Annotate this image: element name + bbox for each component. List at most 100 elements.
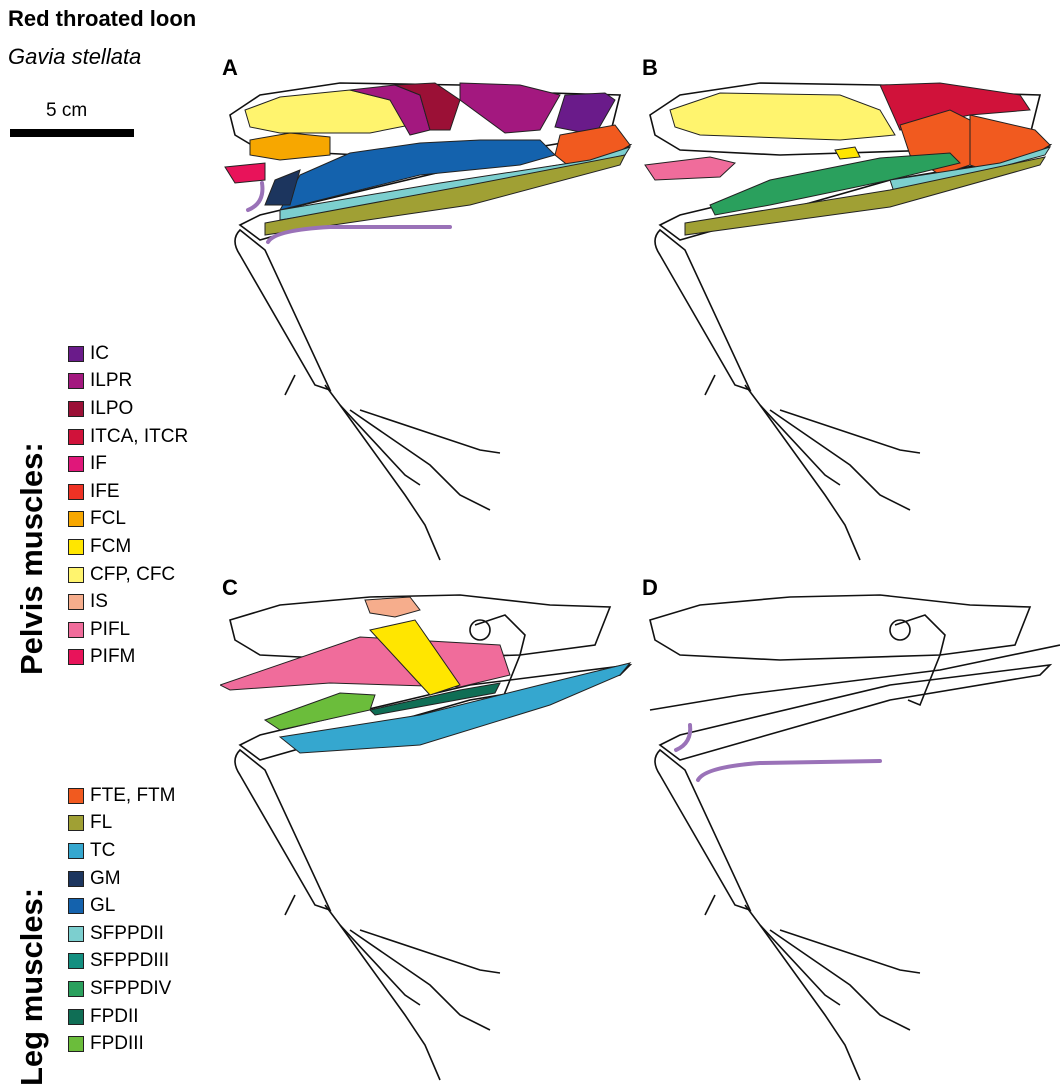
tarsometatarsus-bone: [745, 385, 840, 485]
legend-label: IF: [90, 453, 107, 475]
legend-item: FPDIII: [68, 1030, 175, 1058]
legend-swatch: [68, 788, 84, 804]
legend-label: PIFL: [90, 619, 130, 641]
legend-label: TC: [90, 840, 115, 862]
legend-swatch: [68, 953, 84, 969]
tibiotarsus-spur: [705, 895, 715, 915]
legend-item: PIFL: [68, 616, 188, 644]
legend-label: ILPR: [90, 370, 132, 392]
tibiotarsus-spur: [705, 375, 715, 395]
toe-inner: [340, 405, 440, 560]
legend-label: GL: [90, 895, 115, 917]
tarsometatarsus-bone: [745, 905, 840, 1005]
legend-item: PIFM: [68, 644, 188, 672]
toe-middle: [770, 410, 910, 510]
scale-bar: [10, 129, 134, 137]
legend-swatch: [68, 815, 84, 831]
legend-label: IS: [90, 591, 108, 613]
muscle-outline-mark: [248, 183, 262, 210]
legend-swatch: [68, 346, 84, 362]
toe-middle: [350, 930, 490, 1030]
panel-c: C: [220, 575, 640, 1085]
pelvis-outline: [650, 595, 1030, 660]
panel-a: A: [220, 55, 640, 565]
muscle-outline-mark: [676, 725, 690, 750]
tarsometatarsus-bone: [325, 905, 420, 1005]
legend-item: TC: [68, 837, 175, 865]
legend-label: FL: [90, 812, 112, 834]
muscle-pifm: [225, 163, 265, 183]
legend-swatch: [68, 429, 84, 445]
legend-swatch: [68, 484, 84, 500]
muscle-fcl: [250, 133, 330, 160]
muscle-pifl: [645, 157, 735, 180]
muscle-outline-mark: [698, 761, 880, 780]
legend-item: ITCA, ITCR: [68, 423, 188, 451]
legend-item: IF: [68, 450, 188, 478]
pelvis-muscles-legend: ICILPRILPOITCA, ITCRIFIFEFCLFCMCFP, CFCI…: [68, 340, 188, 671]
legend-label: PIFM: [90, 646, 135, 668]
legend-label: FPDIII: [90, 1033, 144, 1055]
legend-label: GM: [90, 868, 121, 890]
legend-swatch: [68, 456, 84, 472]
legend-item: FCM: [68, 533, 188, 561]
legend-item: SFPPDII: [68, 920, 175, 948]
legend-swatch: [68, 871, 84, 887]
muscle-cfp-cfc: [670, 93, 895, 140]
toe-middle: [770, 930, 910, 1030]
legend-label: FTE, FTM: [90, 785, 175, 807]
legend-swatch: [68, 981, 84, 997]
legend-swatch: [68, 567, 84, 583]
toe-middle: [350, 410, 490, 510]
muscle-ilpr-caudal: [460, 83, 560, 133]
legend-label: SFPPDIV: [90, 978, 171, 1000]
scale-label: 5 cm: [46, 100, 87, 122]
muscle-fcm: [835, 147, 860, 159]
figure-title: Red throated loon: [8, 6, 196, 32]
legend-swatch: [68, 511, 84, 527]
legend-label: SFPPDII: [90, 923, 164, 945]
muscle-is: [365, 597, 420, 617]
tarsometatarsus-bone: [325, 385, 420, 485]
tibiotarsus-bone: [235, 750, 330, 910]
legend-label: ILPO: [90, 398, 133, 420]
femur-bone: [660, 665, 1050, 760]
leg-muscles-legend: FTE, FTM FL TC GM GL SFPPDII SFPPDIII SFPPDIV FP…: [68, 782, 175, 1058]
species-name: Gavia stellata: [8, 44, 141, 70]
legend-item: FL: [68, 810, 175, 838]
legend-swatch: [68, 594, 84, 610]
legend-swatch: [68, 1036, 84, 1052]
tibiotarsus-spur: [285, 375, 295, 395]
legend-item: GM: [68, 865, 175, 893]
legend-swatch: [68, 898, 84, 914]
legend-item: FPDII: [68, 1003, 175, 1031]
femur-shaft-line: [650, 645, 1060, 710]
pelvis-muscles-heading: Pelvis muscles:: [14, 442, 50, 675]
legend-swatch: [68, 1009, 84, 1025]
tibiotarsus-spur: [285, 895, 295, 915]
legend-swatch: [68, 926, 84, 942]
panel-b: B: [640, 55, 1060, 565]
tibiotarsus-bone: [235, 230, 330, 390]
toe-inner: [760, 925, 860, 1080]
legend-label: FPDII: [90, 1006, 139, 1028]
legend-item: CFP, CFC: [68, 561, 188, 589]
legend-item: SFPPDIV: [68, 975, 175, 1003]
panel-c-drawing: [220, 575, 640, 1085]
legend-item: FCL: [68, 506, 188, 534]
legend-label: IC: [90, 343, 109, 365]
leg-muscles-heading: Leg muscles:: [14, 888, 50, 1086]
toe-inner: [760, 405, 860, 560]
legend-swatch: [68, 843, 84, 859]
legend-item: IS: [68, 588, 188, 616]
legend-swatch: [68, 539, 84, 555]
legend-item: GL: [68, 892, 175, 920]
legend-label: SFPPDIII: [90, 950, 169, 972]
panel-d-drawing: [640, 575, 1060, 1085]
panel-b-drawing: [640, 55, 1060, 565]
legend-swatch: [68, 373, 84, 389]
legend-item: ILPO: [68, 395, 188, 423]
legend-swatch: [68, 622, 84, 638]
legend-item: ILPR: [68, 368, 188, 396]
legend-swatch: [68, 401, 84, 417]
